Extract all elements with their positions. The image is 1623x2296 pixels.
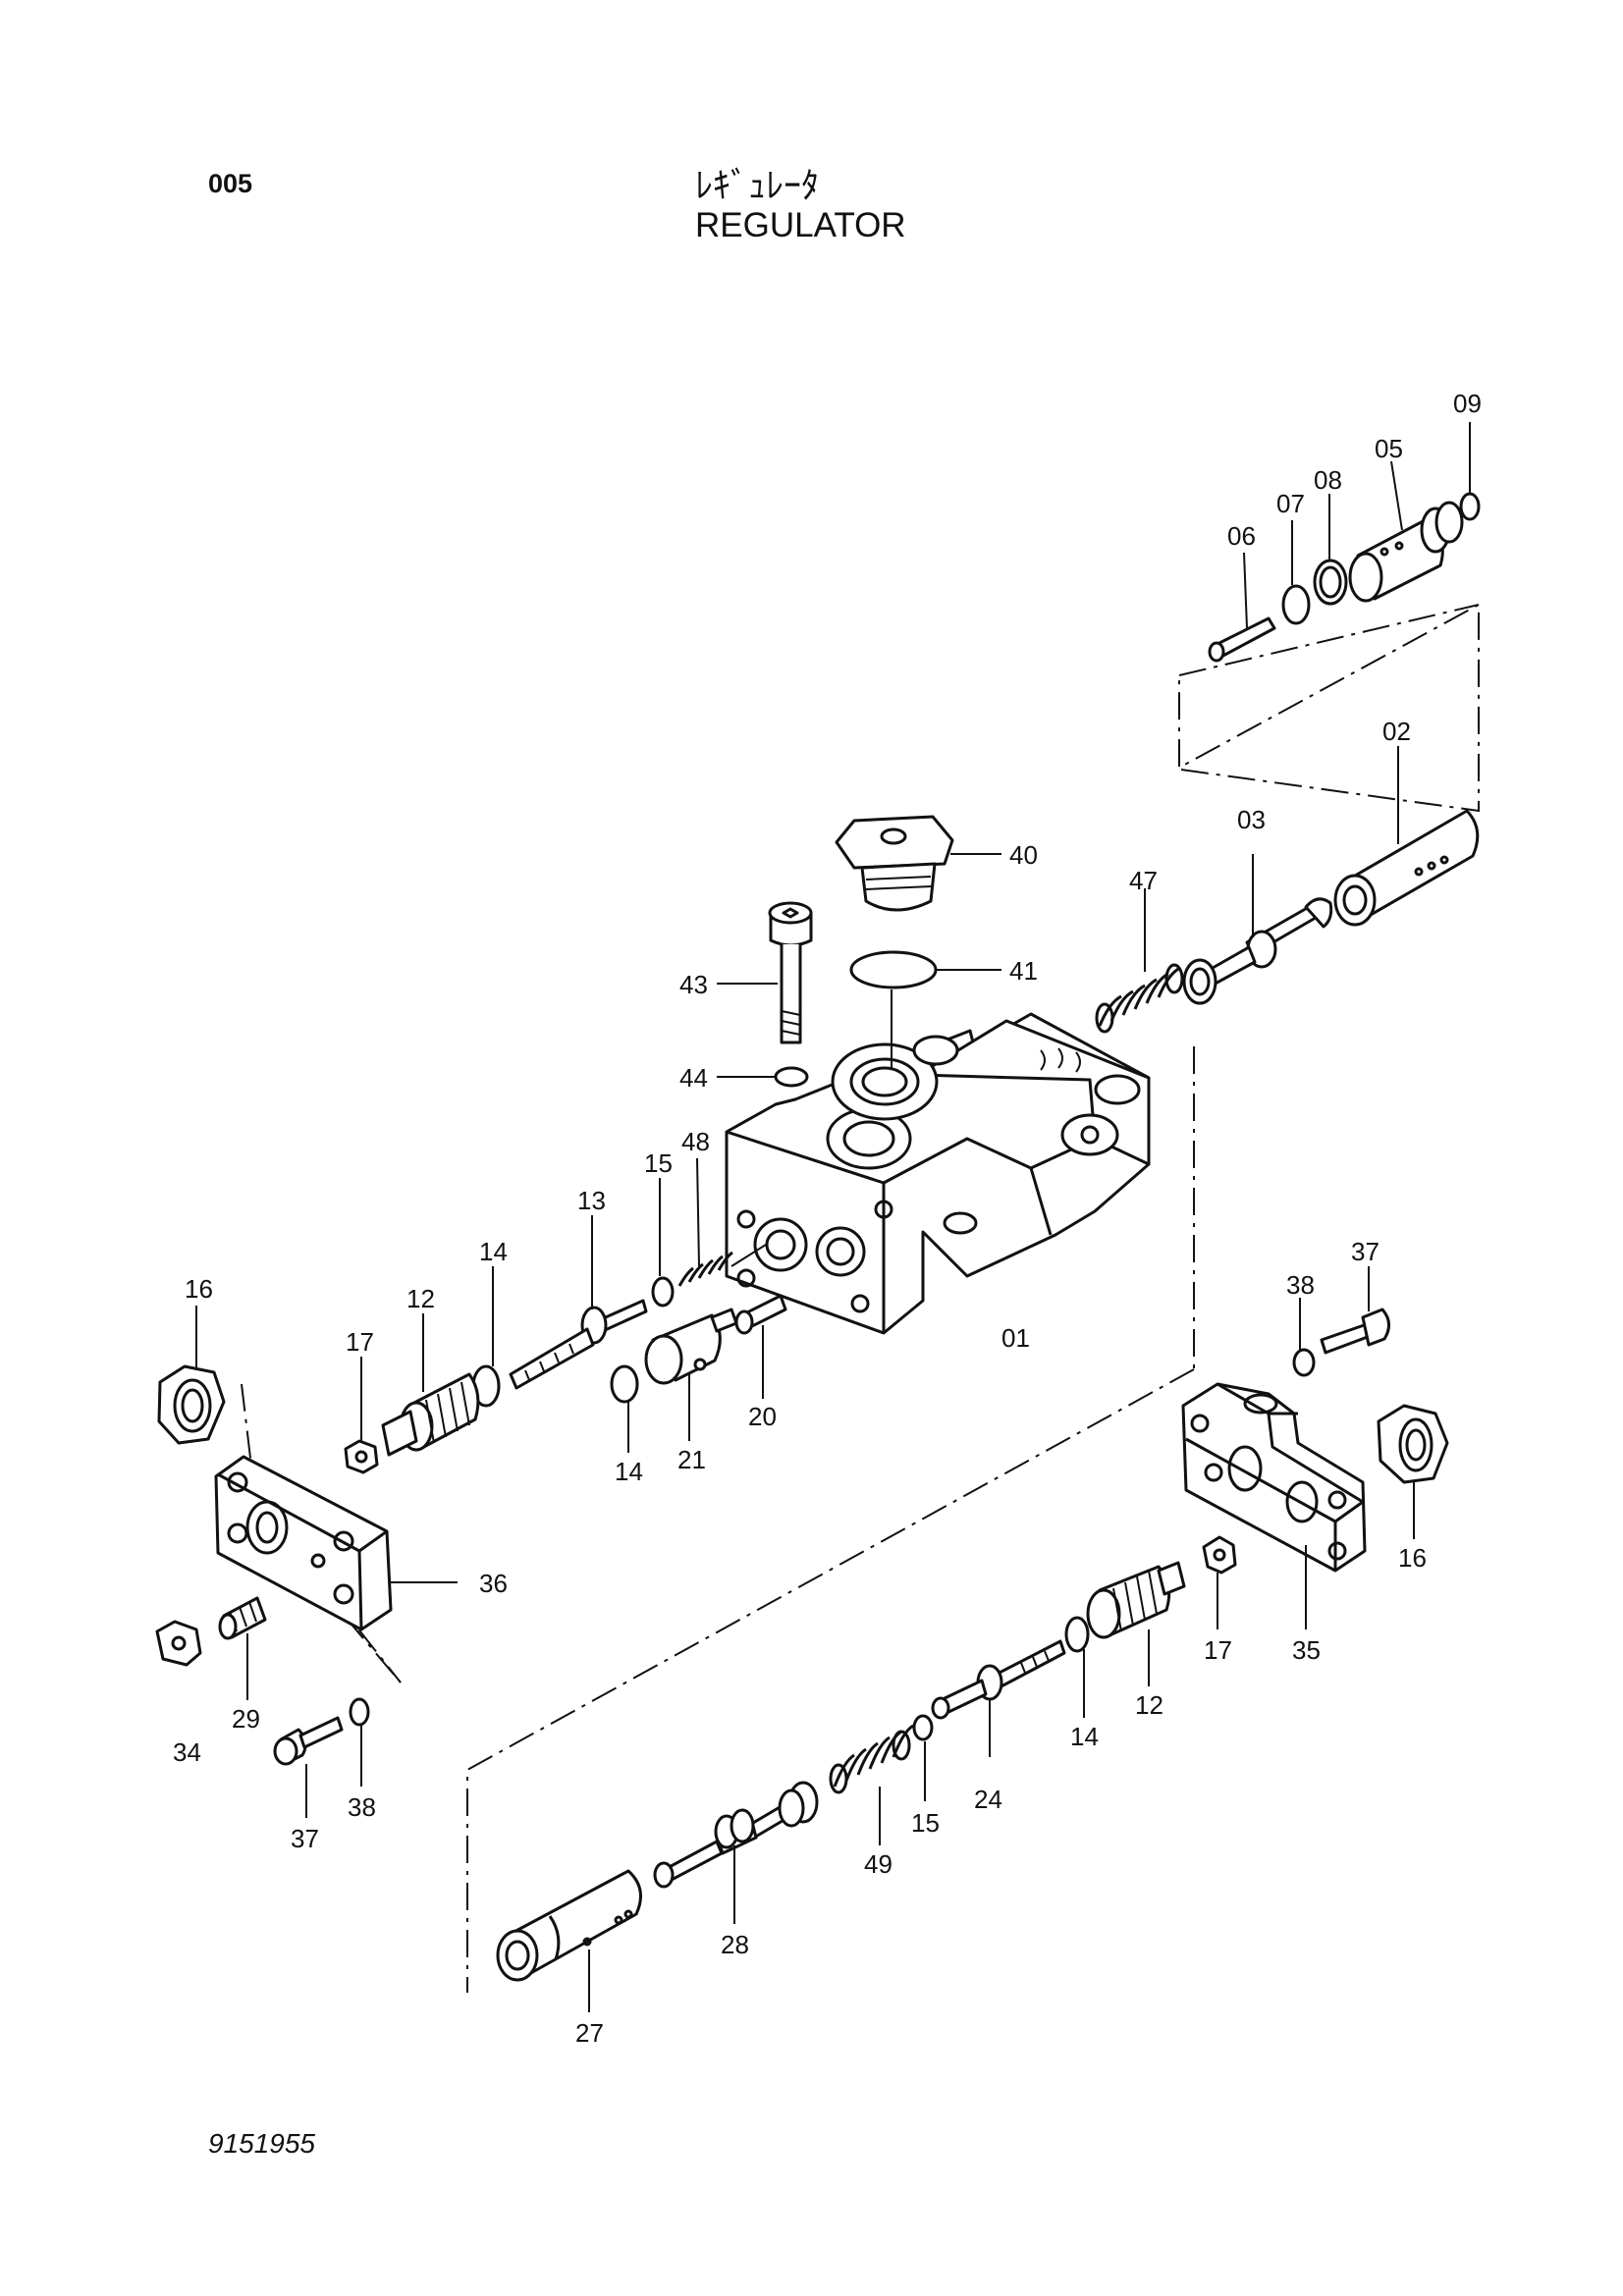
label-37a: 37 (1351, 1237, 1380, 1266)
part-48-spring (677, 1157, 767, 1287)
part-12-adjust-screw-right (1086, 1561, 1186, 1686)
part-29-set-screw (218, 1596, 267, 1700)
part-14-o-ring-right (1064, 1616, 1090, 1718)
part-14-o-ring-lower (610, 1364, 639, 1453)
part-24-spool (931, 1639, 1066, 1757)
label-49: 49 (864, 1849, 893, 1879)
part-40-plug (835, 815, 1001, 912)
part-37-bolt-right (1320, 1266, 1390, 1355)
label-15b: 15 (911, 1808, 940, 1838)
part-02-sleeve (1333, 746, 1480, 927)
part-27-sleeve (496, 1869, 642, 2012)
part-43-socket-bolt (717, 901, 813, 1044)
label-03: 03 (1237, 805, 1266, 834)
part-17-nut-left (344, 1357, 379, 1474)
label-20: 20 (748, 1402, 777, 1431)
label-48: 48 (681, 1127, 710, 1156)
label-13: 13 (577, 1186, 606, 1215)
label-14a: 14 (479, 1237, 508, 1266)
title-japanese: ﾚｷﾞｭﾚｰﾀ (695, 166, 819, 206)
part-16-nut-left (157, 1306, 226, 1445)
part-34-nut (155, 1620, 202, 1667)
label-34: 34 (173, 1737, 201, 1767)
label-12b: 12 (1135, 1690, 1163, 1720)
label-44: 44 (679, 1063, 708, 1093)
part-15-o-ring (651, 1178, 675, 1308)
part-41-o-ring (849, 950, 1001, 1070)
part-28-spool (653, 1781, 819, 1924)
label-40: 40 (1009, 840, 1038, 870)
part-47-spring (1095, 888, 1184, 1034)
label-16b: 16 (1398, 1543, 1427, 1573)
part-12-adjust-screw (381, 1313, 480, 1457)
part-number-labels: 09 05 08 07 06 02 03 40 47 43 41 44 48 1… (173, 389, 1482, 2048)
label-47: 47 (1129, 866, 1158, 895)
label-02: 02 (1382, 717, 1411, 746)
label-12a: 12 (406, 1284, 435, 1313)
page-number: 005 (208, 169, 253, 198)
label-17a: 17 (346, 1327, 374, 1357)
label-08: 08 (1314, 465, 1342, 495)
label-17b: 17 (1204, 1635, 1232, 1665)
part-44-washer (717, 1066, 809, 1088)
label-05: 05 (1375, 434, 1403, 463)
label-15a: 15 (644, 1148, 673, 1178)
label-38b: 38 (348, 1792, 376, 1822)
label-29: 29 (232, 1704, 260, 1734)
part-17-nut-right (1202, 1535, 1237, 1629)
part-14-o-ring-upper (471, 1266, 501, 1408)
part-37-bolt-left (273, 1716, 344, 1818)
label-35: 35 (1292, 1635, 1321, 1665)
label-41: 41 (1009, 956, 1038, 986)
part-06-pin (1208, 552, 1276, 663)
drawing-number: 9151955 (208, 2128, 316, 2159)
label-37b: 37 (291, 1824, 319, 1853)
part-21-piston (644, 1308, 738, 1441)
label-28: 28 (721, 1930, 749, 1959)
part-36-cover-left (214, 1455, 458, 1631)
label-14b: 14 (615, 1457, 643, 1486)
part-38-washer-right (1292, 1298, 1316, 1377)
label-36: 36 (479, 1569, 508, 1598)
part-20-pin (734, 1294, 787, 1399)
part-03-spool (1182, 854, 1333, 1005)
part-05-plug (1348, 460, 1464, 603)
part-13-spool (509, 1215, 648, 1390)
part-15-o-ring-right (912, 1714, 934, 1801)
label-21: 21 (677, 1445, 706, 1474)
part-35-cover-right (1181, 1382, 1367, 1629)
label-38a: 38 (1286, 1270, 1315, 1300)
label-16a: 16 (185, 1274, 213, 1304)
part-07-o-ring (1281, 520, 1311, 625)
label-01: 01 (1001, 1323, 1030, 1353)
part-08-ring (1313, 494, 1348, 606)
label-27: 27 (575, 2018, 604, 2048)
label-24: 24 (974, 1785, 1002, 1814)
part-09-o-ring (1459, 422, 1481, 521)
title-english: REGULATOR (695, 206, 906, 244)
part-38-washer-left (349, 1697, 370, 1787)
part-01-regulator-body (725, 1012, 1151, 1335)
part-16-nut-right (1377, 1404, 1449, 1539)
label-43: 43 (679, 970, 708, 999)
label-09: 09 (1453, 389, 1482, 418)
label-06: 06 (1227, 521, 1256, 551)
label-14c: 14 (1070, 1722, 1099, 1751)
label-07: 07 (1276, 489, 1305, 518)
part-49-spring (829, 1724, 914, 1845)
